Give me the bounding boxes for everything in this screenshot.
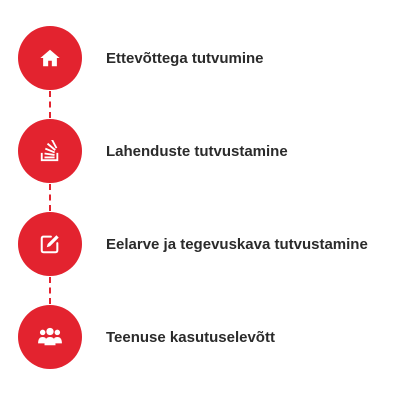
- step-label: Ettevõttega tutvumine: [106, 49, 264, 67]
- dashed-connector: [49, 91, 51, 118]
- step-label: Eelarve ja tegevuskava tutvustamine: [106, 235, 368, 253]
- step-icon-circle: [18, 212, 82, 276]
- step-label: Lahenduste tutvustamine: [106, 142, 288, 160]
- timeline-step-1: Ettevõttega tutvumine: [18, 26, 388, 90]
- timeline-step-4: Teenuse kasutuselevõtt: [18, 305, 388, 369]
- step-icon-circle: [18, 305, 82, 369]
- step-label: Teenuse kasutuselevõtt: [106, 328, 275, 346]
- dashed-connector: [49, 277, 51, 304]
- home-icon: [40, 49, 60, 67]
- step-icon-circle: [18, 26, 82, 90]
- timeline-step-2: Lahenduste tutvustamine: [18, 119, 388, 183]
- edit-icon: [40, 235, 59, 254]
- step-icon-circle: [18, 119, 82, 183]
- timeline-step-3: Eelarve ja tegevuskava tutvustamine: [18, 212, 388, 276]
- dashed-connector: [49, 184, 51, 211]
- stack-overflow-icon: [40, 140, 59, 162]
- users-icon: [38, 327, 62, 346]
